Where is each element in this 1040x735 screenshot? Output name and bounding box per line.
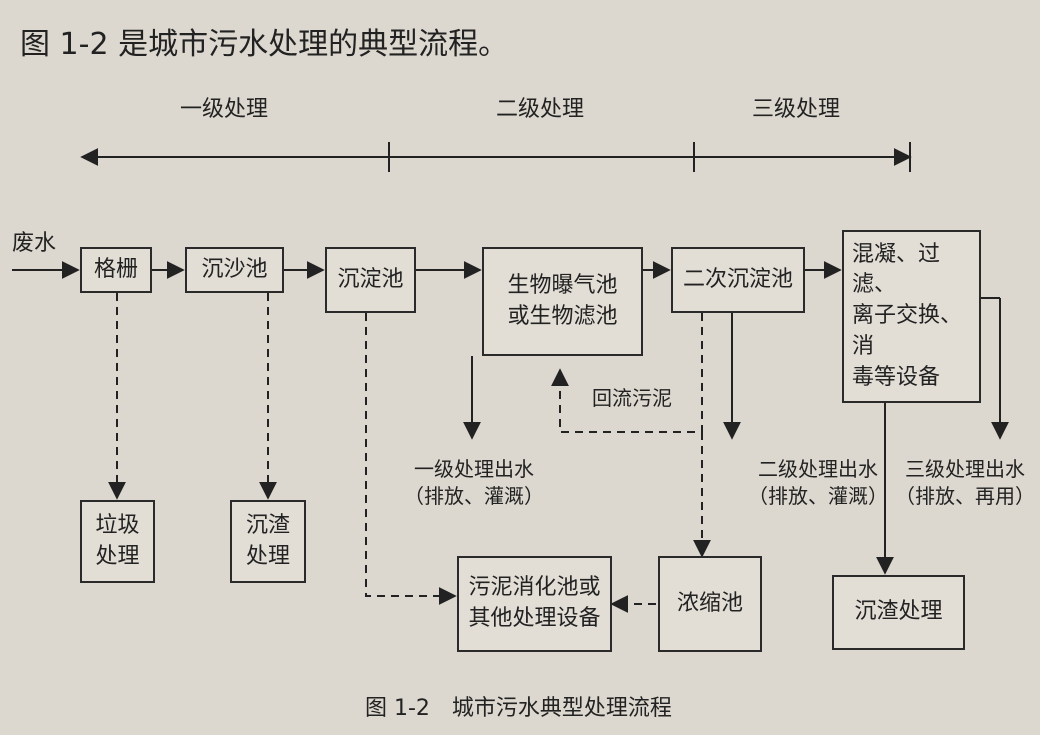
advanced-treatment-box: 混凝、过滤、 离子交换、消 毒等设备 [842,230,981,403]
intro-heading: 图 1-2 是城市污水处理的典型流程。 [20,27,509,62]
bio-aeration-box: 生物曝气池 或生物滤池 [482,247,643,356]
stage-primary-label: 一级处理 [180,97,269,122]
wastewater-input-label: 废水 [12,231,57,256]
sludge-digester-box: 污泥消化池或 其他处理设备 [457,556,612,652]
stage-tertiary-label: 三级处理 [752,97,841,122]
sediment-tank-box: 沉淀池 [325,247,416,313]
figure-caption: 图 1-2 城市污水典型处理流程 [365,696,672,721]
grille-box: 格栅 [80,247,152,293]
secondary-outlet-label: 二级处理出水 （排放、灌溉） [748,457,888,508]
tertiary-residue-box: 沉渣处理 [832,575,965,650]
thickener-box: 浓缩池 [658,556,762,652]
return-sludge-dashed-arrow [551,313,703,433]
tertiary-outlet-label: 三级处理出水 （排放、再用） [895,457,1035,508]
grit-chamber-box: 沉沙池 [185,247,284,293]
residue-treatment-box: 沉渣 处理 [230,500,306,583]
sediment-digester-dashed-arrow [365,313,457,605]
garbage-treatment-box: 垃圾 处理 [80,500,155,583]
return-sludge-label: 回流污泥 [592,386,672,410]
secondary-settling-box: 二次沉淀池 [671,247,805,313]
primary-outlet-label: 一级处理出水 （排放、灌溉） [404,457,544,508]
stage-secondary-label: 二级处理 [496,97,585,122]
